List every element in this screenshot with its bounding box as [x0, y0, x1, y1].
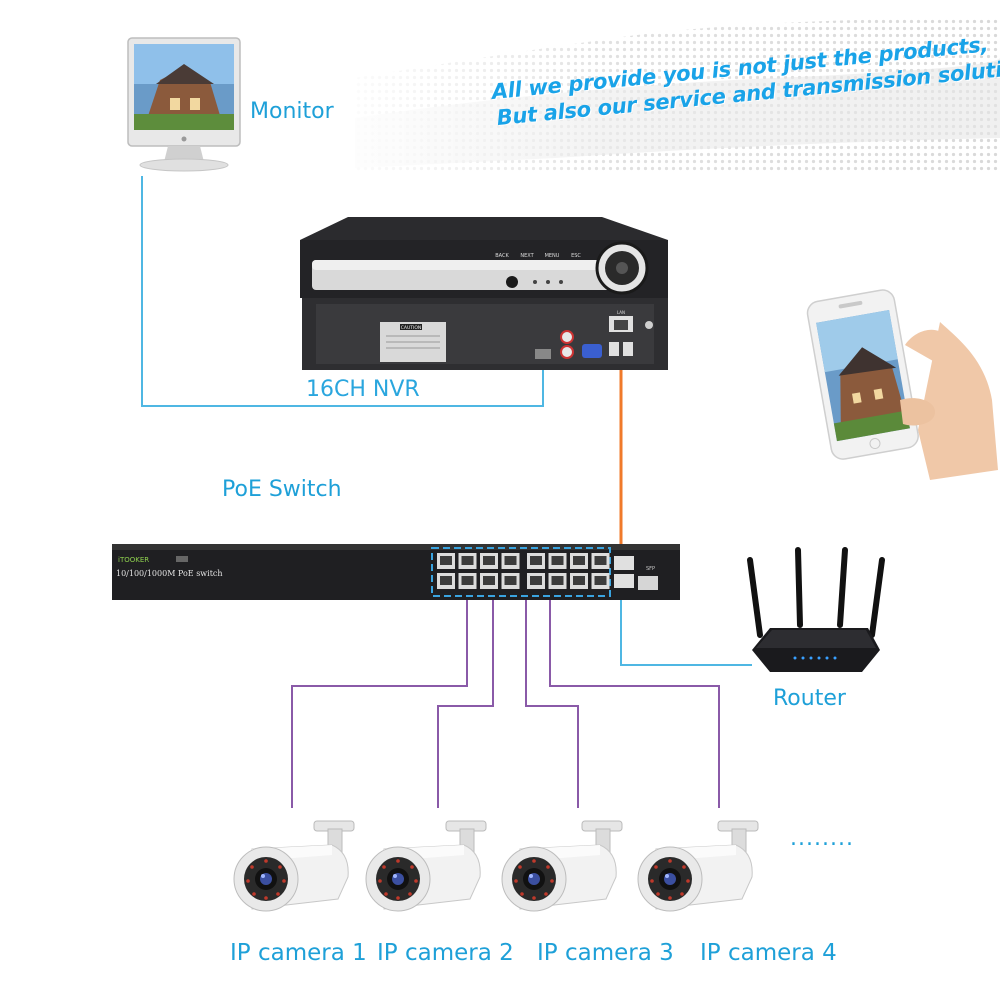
camera-4-cable: [549, 598, 720, 808]
monitor-nvr-cable: [141, 176, 544, 407]
switch-port-socket: [483, 556, 495, 565]
switch-port-socket: [594, 556, 607, 565]
nvr-button-next: NEXT: [520, 253, 534, 259]
camera-3-label: IP camera 3: [537, 940, 674, 966]
switch-sfp-label: SFP: [646, 566, 655, 572]
halftone-background: [355, 18, 1000, 173]
camera-4-label: IP camera 4: [700, 940, 837, 966]
switch-port-socket: [461, 556, 474, 565]
switch-port-socket: [440, 576, 452, 585]
nvr-label: 16CH NVR: [306, 377, 420, 402]
switch-port-socket: [504, 556, 517, 565]
switch-port-socket: [440, 556, 452, 565]
nvr-button-back: BACK: [495, 253, 509, 259]
camera-2-cable: [437, 598, 494, 808]
camera-ellipsis: ........: [790, 826, 854, 851]
switch-port-socket: [551, 576, 564, 585]
bullet-camera-icon: [233, 820, 355, 912]
switch-port-socket: [530, 576, 542, 585]
switch-model: 10/100/1000M PoE switch: [116, 569, 223, 578]
switch-router-cable: [620, 592, 752, 666]
poe-switch-label: PoE Switch: [222, 477, 342, 502]
switch-port-socket: [573, 576, 585, 585]
camera-1-label: IP camera 1: [230, 940, 367, 966]
nvr-button-esc: ESC: [571, 253, 581, 259]
bullet-camera-icon: [637, 820, 759, 912]
camera-1-cable: [291, 598, 468, 808]
switch-port-socket: [573, 556, 585, 565]
switch-brand: iTOOKER: [118, 556, 149, 564]
switch-port-socket: [530, 556, 542, 565]
bullet-camera-icon: [501, 820, 623, 912]
nvr-caution-label: CAUTION: [401, 325, 422, 331]
switch-port-socket: [504, 576, 517, 585]
switch-port-socket: [594, 576, 607, 585]
switch-port-socket: [483, 576, 495, 585]
camera-2-label: IP camera 2: [377, 940, 514, 966]
nvr-lan-label: LAN: [617, 310, 625, 315]
switch-port-socket: [551, 556, 564, 565]
monitor-label: Monitor: [250, 99, 334, 124]
switch-port-socket: [461, 576, 474, 585]
bullet-camera-icon: [365, 820, 487, 912]
camera-3-cable: [525, 598, 579, 808]
router-label: Router: [773, 686, 846, 711]
slogan-banner: All we provide you is not just the produ…: [355, 18, 1000, 173]
nvr-button-menu: MENU: [545, 253, 560, 259]
